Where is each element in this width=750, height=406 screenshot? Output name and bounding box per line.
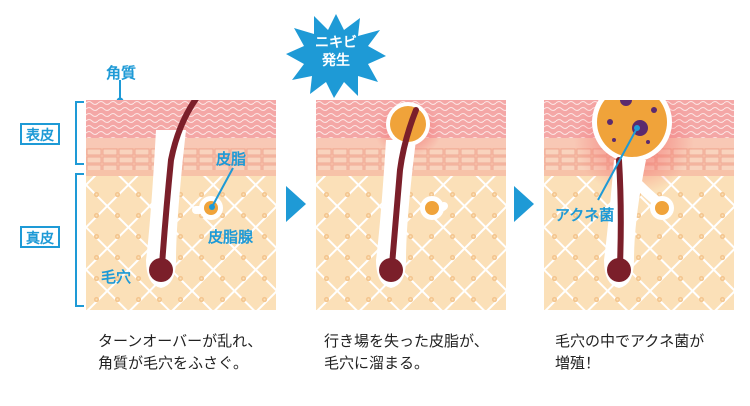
label-hishisen: 皮脂腺: [208, 228, 254, 246]
burst-text: ニキビ 発生: [306, 34, 366, 70]
arrow-right-icon: [514, 186, 534, 222]
caption-2-line-1: 行き場を失った皮脂が、: [324, 332, 489, 350]
skin-panel-1: [86, 77, 276, 310]
starburst-icon: [286, 14, 386, 98]
label-hyohi: 表皮: [20, 123, 60, 145]
caption-1-line-2: 角質が毛穴をふさぐ。: [98, 354, 249, 372]
label-shinpi: 真皮: [20, 226, 60, 248]
skin-panel-3: [544, 82, 734, 310]
arrow-right-icon: [286, 186, 306, 222]
caption-1: ターンオーバーが乱れ、 角質が毛穴をふさぐ。: [98, 330, 262, 374]
label-kakushitsu: 角質: [106, 64, 137, 82]
caption-1-line-1: ターンオーバーが乱れ、: [98, 332, 263, 350]
caption-2: 行き場を失った皮脂が、 毛穴に溜まる。: [324, 330, 489, 374]
label-acne-bacteria: アクネ菌: [555, 206, 615, 224]
burst-line-2: 発生: [322, 53, 350, 69]
caption-3-line-1: 毛穴の中でアクネ菌が: [555, 332, 705, 350]
skin-panel-2: [316, 100, 506, 310]
burst-line-1: ニキビ: [315, 35, 357, 51]
label-hishi: 皮脂: [216, 150, 247, 168]
caption-3-line-2: 増殖！: [555, 354, 601, 372]
caption-3: 毛穴の中でアクネ菌が 増殖！: [555, 330, 704, 374]
label-keana: 毛穴: [101, 268, 132, 286]
caption-2-line-2: 毛穴に溜まる。: [324, 354, 430, 372]
